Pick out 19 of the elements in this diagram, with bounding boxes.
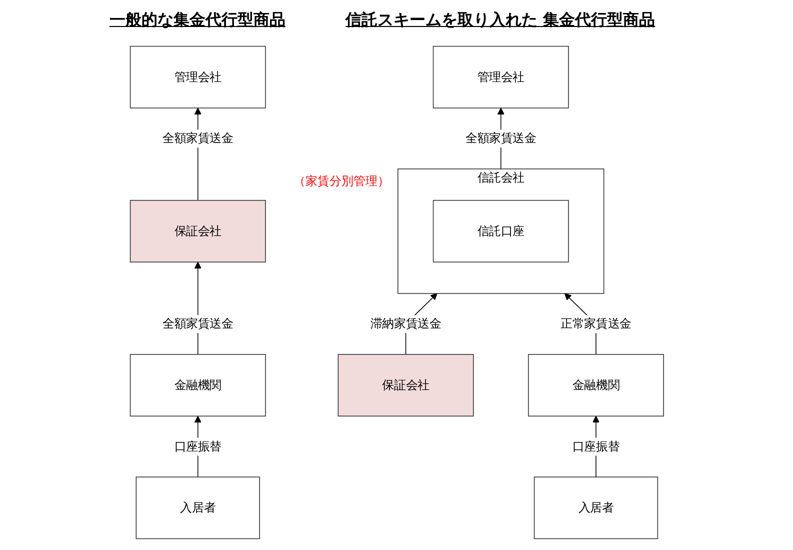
node-box: 信託口座 xyxy=(432,200,568,262)
node-box: 保証会社 xyxy=(129,200,266,262)
node-box: 管理会社 xyxy=(432,46,568,108)
edge-label: 正常家賃送金 xyxy=(560,316,631,331)
edge-label: 口座振替 xyxy=(174,439,222,454)
node-box: 入居者 xyxy=(135,476,260,540)
edge-label: 全額家賃送金 xyxy=(465,131,536,146)
node-box: 管理会社 xyxy=(129,46,266,108)
node-box: 金融機関 xyxy=(528,354,664,416)
edge-label: 滞納家賃送金 xyxy=(370,316,441,331)
edge-label: 全額家賃送金 xyxy=(162,131,233,146)
node-box: 金融機関 xyxy=(129,354,266,416)
node-box: 保証会社 xyxy=(337,354,474,416)
edge-label: 全額家賃送金 xyxy=(162,316,233,331)
panel-heading: 一般的な集金代行型商品 xyxy=(109,10,286,31)
edge-label: 口座振替 xyxy=(572,439,620,454)
node-box: 入居者 xyxy=(533,476,658,540)
annotation-note: （家賃分別管理） xyxy=(293,172,390,190)
panel-heading: 信託スキームを取り入れた 集金代行型商品 xyxy=(346,10,656,31)
